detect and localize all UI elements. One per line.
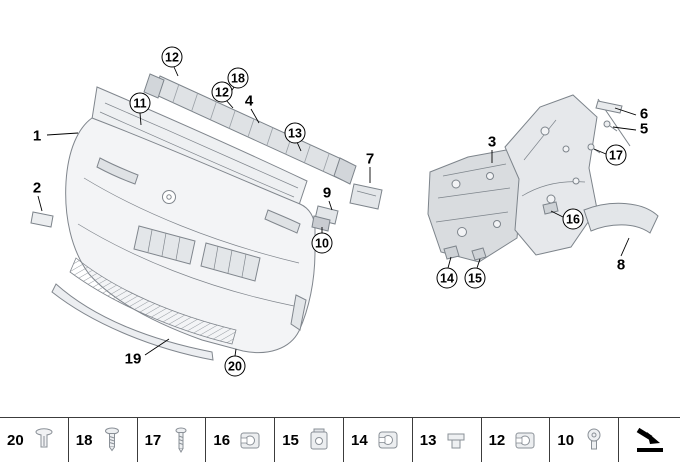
legend-cell-18[interactable]: 18 — [69, 418, 138, 462]
front-bumper-part — [51, 86, 316, 361]
callout-13[interactable]: 13 — [284, 122, 306, 144]
torx-screw-icon — [168, 426, 194, 454]
legend-cell-17[interactable]: 17 — [138, 418, 207, 462]
legend-number: 13 — [419, 431, 437, 449]
side-mount-assembly-part — [427, 94, 598, 263]
callout-11[interactable]: 11 — [129, 92, 151, 114]
callout-1[interactable]: 1 — [32, 127, 42, 145]
callout-15[interactable]: 15 — [464, 267, 486, 289]
clamp-nut-icon — [306, 426, 332, 454]
callout-10[interactable]: 10 — [311, 232, 333, 254]
callout-16[interactable]: 16 — [562, 208, 584, 230]
callout-8[interactable]: 8 — [616, 256, 626, 274]
callout-14[interactable]: 14 — [436, 267, 458, 289]
legend-number: 18 — [75, 431, 93, 449]
c-clip-nut-icon — [375, 426, 401, 454]
trim-strip-part — [583, 202, 659, 234]
legend-bar: 20 18 — [0, 417, 680, 462]
legend-number: 17 — [144, 431, 162, 449]
legend-number: 16 — [213, 431, 231, 449]
next-page-arrow-icon — [634, 426, 666, 454]
bracket-parts — [30, 183, 383, 232]
legend-number: 12 — [488, 431, 506, 449]
legend-cell-next[interactable] — [619, 418, 680, 462]
legend-number: 20 — [7, 431, 24, 449]
legend-cell-16[interactable]: 16 — [206, 418, 276, 462]
callout-4[interactable]: 4 — [244, 92, 254, 110]
callout-2[interactable]: 2 — [32, 179, 42, 197]
callout-19[interactable]: 19 — [124, 350, 142, 368]
callout-7[interactable]: 7 — [365, 150, 375, 168]
legend-cell-20[interactable]: 20 — [0, 418, 69, 462]
c-clip-nut-icon — [512, 426, 538, 454]
callout-12-b[interactable]: 12 — [211, 81, 233, 103]
dome-head-screw-icon — [581, 426, 607, 454]
callout-9[interactable]: 9 — [322, 184, 332, 202]
legend-cell-14[interactable]: 14 — [344, 418, 413, 462]
self-tapping-screw-icon — [99, 426, 125, 454]
callout-12-a[interactable]: 12 — [161, 46, 183, 68]
callout-18[interactable]: 18 — [227, 67, 249, 89]
callout-5[interactable]: 5 — [639, 120, 649, 138]
c-clip-nut-icon — [237, 426, 263, 454]
guide-parts — [587, 98, 631, 154]
flat-clip-icon — [443, 426, 469, 454]
callout-17[interactable]: 17 — [605, 144, 627, 166]
legend-cell-12[interactable]: 12 — [482, 418, 551, 462]
leader-lines — [37, 66, 637, 357]
legend-cell-10[interactable]: 10 — [550, 418, 620, 462]
legend-number: 10 — [557, 431, 575, 449]
legend-cell-13[interactable]: 13 — [413, 418, 482, 462]
bumper-diagram-artwork — [30, 66, 659, 361]
callout-6[interactable]: 6 — [639, 105, 649, 123]
legend-number: 14 — [350, 431, 368, 449]
expanding-rivet-icon — [31, 426, 57, 454]
callout-20[interactable]: 20 — [224, 355, 246, 377]
legend-cell-15[interactable]: 15 — [275, 418, 344, 462]
legend-number: 15 — [282, 431, 299, 449]
callout-3[interactable]: 3 — [487, 133, 497, 151]
